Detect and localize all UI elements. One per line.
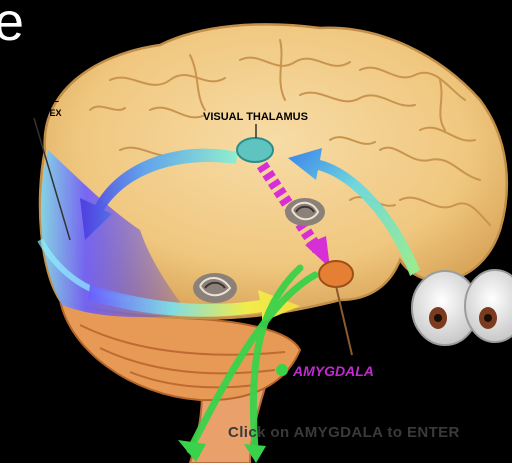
eyeballs-icon: [412, 270, 512, 345]
enter-instruction: Click on AMYGDALA to ENTER: [228, 424, 460, 441]
amygdala-bullet-icon: [276, 364, 288, 376]
neuron-cluster-icon: [285, 198, 325, 226]
visual-cortex-label: CORTEX: [24, 108, 62, 118]
neuron-cluster-icon: [193, 273, 237, 303]
visual-cortex-label: VISUAL: [26, 94, 60, 104]
amygdala-label[interactable]: AMYGDALA: [292, 363, 374, 379]
visual-thalamus-node: [237, 138, 273, 162]
amygdala-node[interactable]: [319, 261, 353, 287]
visual-thalamus-label: VISUAL THALAMUS: [203, 111, 308, 123]
